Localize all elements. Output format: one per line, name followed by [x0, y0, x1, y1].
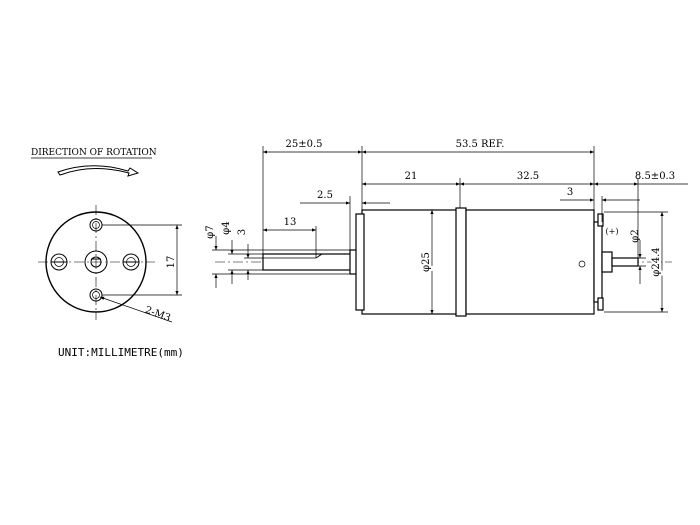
shaft-boss [84, 250, 108, 274]
hole-thread-label: 2-M3 [143, 305, 172, 324]
polarity-label: (+) [606, 227, 619, 236]
rotation-indicator: DIRECTION OF ROTATION [31, 148, 157, 177]
shaft-front [90, 256, 102, 268]
front-view: 17 2-M3 [38, 205, 182, 324]
collar-diameter-label: φ7 [205, 225, 216, 238]
rear-boss [601, 251, 613, 273]
shaft-diameter-label: φ4 [221, 221, 232, 234]
gearbox-ring [455, 207, 467, 317]
shaft-length-label: 25±0.5 [285, 139, 322, 150]
motor-diameter-label: φ24.4 [651, 247, 662, 276]
total-length-label: 53.5 REF. [456, 139, 505, 150]
hole-spacing-label: 17 [166, 256, 177, 269]
rear-shaft-diameter-label: φ2 [630, 229, 641, 242]
rear-shaft [611, 257, 639, 267]
rear-tab-label: 3 [567, 187, 573, 198]
body-diameter-label: φ25 [421, 252, 432, 272]
output-shaft [262, 253, 361, 271]
gearbox-length-label: 21 [405, 171, 418, 182]
svg-text:φ25: φ25 [421, 252, 432, 272]
unit-label: UNIT:MILLIMETRE(mm) [58, 346, 184, 359]
flat-length-label: 13 [284, 217, 297, 228]
terminal-bottom [597, 297, 604, 311]
gearbox-body [361, 209, 459, 315]
motor-length-label: 32.5 [517, 171, 539, 182]
rotation-label: DIRECTION OF ROTATION [31, 148, 157, 158]
rear-length-label: 8.5±0.3 [635, 171, 675, 182]
rear-cap [593, 221, 603, 303]
flange-offset-label: 2.5 [317, 190, 333, 201]
flat-depth-label: 3 [237, 229, 248, 235]
terminal-top [597, 213, 604, 227]
side-view: 25±0.5 53.5 REF. 21 32.5 8.5±0.3 3 2.5 1… [205, 139, 688, 317]
svg-text:φ24.4: φ24.4 [651, 247, 662, 276]
motor-can [465, 209, 595, 315]
rotation-arrow-icon [57, 165, 140, 177]
